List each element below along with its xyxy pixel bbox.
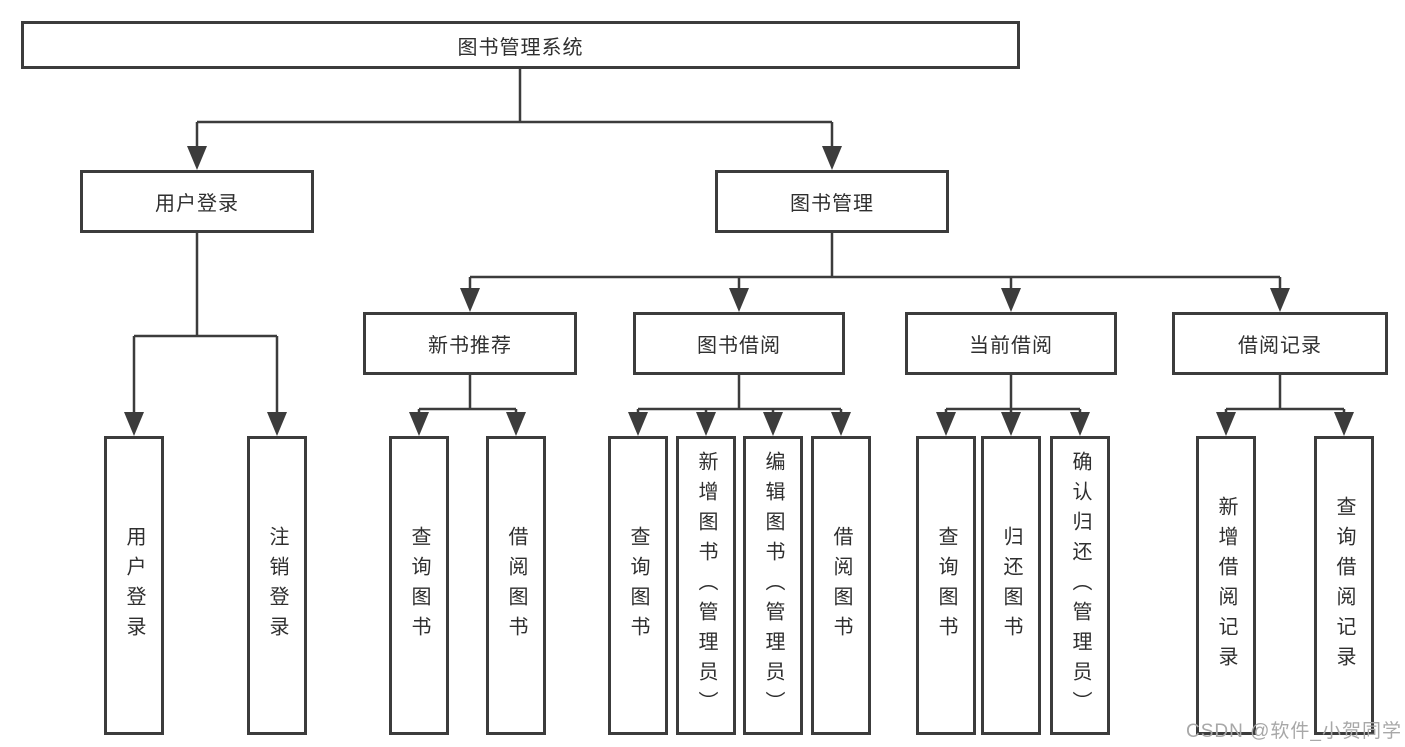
node-leaf-user-login-label: 用户登录 xyxy=(123,525,145,646)
node-current-borrow-label: 当前借阅 xyxy=(969,335,1053,357)
node-leaf-logout: 注销登录 xyxy=(247,436,307,735)
node-leaf-borrow-books-label: 借阅图书 xyxy=(830,525,852,646)
node-leaf-add-borrow-record: 新增借阅记录 xyxy=(1196,436,1256,735)
node-leaf-query-borrow-record-label: 查询借阅记录 xyxy=(1333,495,1355,676)
node-leaf-confirm-return-admin-label: 确认归还（管理员） xyxy=(1069,450,1091,721)
node-book-management: 图书管理 xyxy=(715,170,949,233)
node-leaf-logout-label: 注销登录 xyxy=(266,525,288,646)
node-leaf-add-borrow-record-label: 新增借阅记录 xyxy=(1215,495,1237,676)
node-leaf-newbook-query-books: 查询图书 xyxy=(389,436,449,735)
node-leaf-return-books: 归还图书 xyxy=(981,436,1041,735)
node-leaf-borrow-query-books-label: 查询图书 xyxy=(627,525,649,646)
node-leaf-return-books-label: 归还图书 xyxy=(1000,525,1022,646)
node-book-management-label: 图书管理 xyxy=(790,193,874,215)
node-user-login-label: 用户登录 xyxy=(155,193,239,215)
csdn-watermark: CSDN @软件_小贺同学 xyxy=(1186,721,1402,742)
node-new-book-recommend: 新书推荐 xyxy=(363,312,577,375)
node-book-borrow-label: 图书借阅 xyxy=(697,335,781,357)
node-leaf-borrow-query-books: 查询图书 xyxy=(608,436,668,735)
node-root-label: 图书管理系统 xyxy=(457,36,584,59)
node-leaf-user-login: 用户登录 xyxy=(104,436,164,735)
node-leaf-add-books-admin-label: 新增图书（管理员） xyxy=(695,450,717,721)
node-new-book-recommend-label: 新书推荐 xyxy=(428,335,512,357)
node-leaf-current-query-books-label: 查询图书 xyxy=(935,525,957,646)
node-current-borrow: 当前借阅 xyxy=(905,312,1117,375)
node-library-management-system: 图书管理系统 xyxy=(21,21,1020,69)
node-leaf-edit-books-admin-label: 编辑图书（管理员） xyxy=(762,450,784,721)
node-leaf-edit-books-admin: 编辑图书（管理员） xyxy=(743,436,803,735)
node-user-login: 用户登录 xyxy=(80,170,314,233)
node-borrow-records-label: 借阅记录 xyxy=(1238,335,1322,357)
node-leaf-newbook-query-books-label: 查询图书 xyxy=(408,525,430,646)
node-leaf-query-borrow-record: 查询借阅记录 xyxy=(1314,436,1374,735)
node-leaf-add-books-admin: 新增图书（管理员） xyxy=(676,436,736,735)
node-borrow-records: 借阅记录 xyxy=(1172,312,1388,375)
node-leaf-newbook-borrow-books: 借阅图书 xyxy=(486,436,546,735)
node-book-borrow: 图书借阅 xyxy=(633,312,845,375)
node-leaf-confirm-return-admin: 确认归还（管理员） xyxy=(1050,436,1110,735)
node-leaf-newbook-borrow-books-label: 借阅图书 xyxy=(505,525,527,646)
node-leaf-current-query-books: 查询图书 xyxy=(916,436,976,735)
node-leaf-borrow-books: 借阅图书 xyxy=(811,436,871,735)
